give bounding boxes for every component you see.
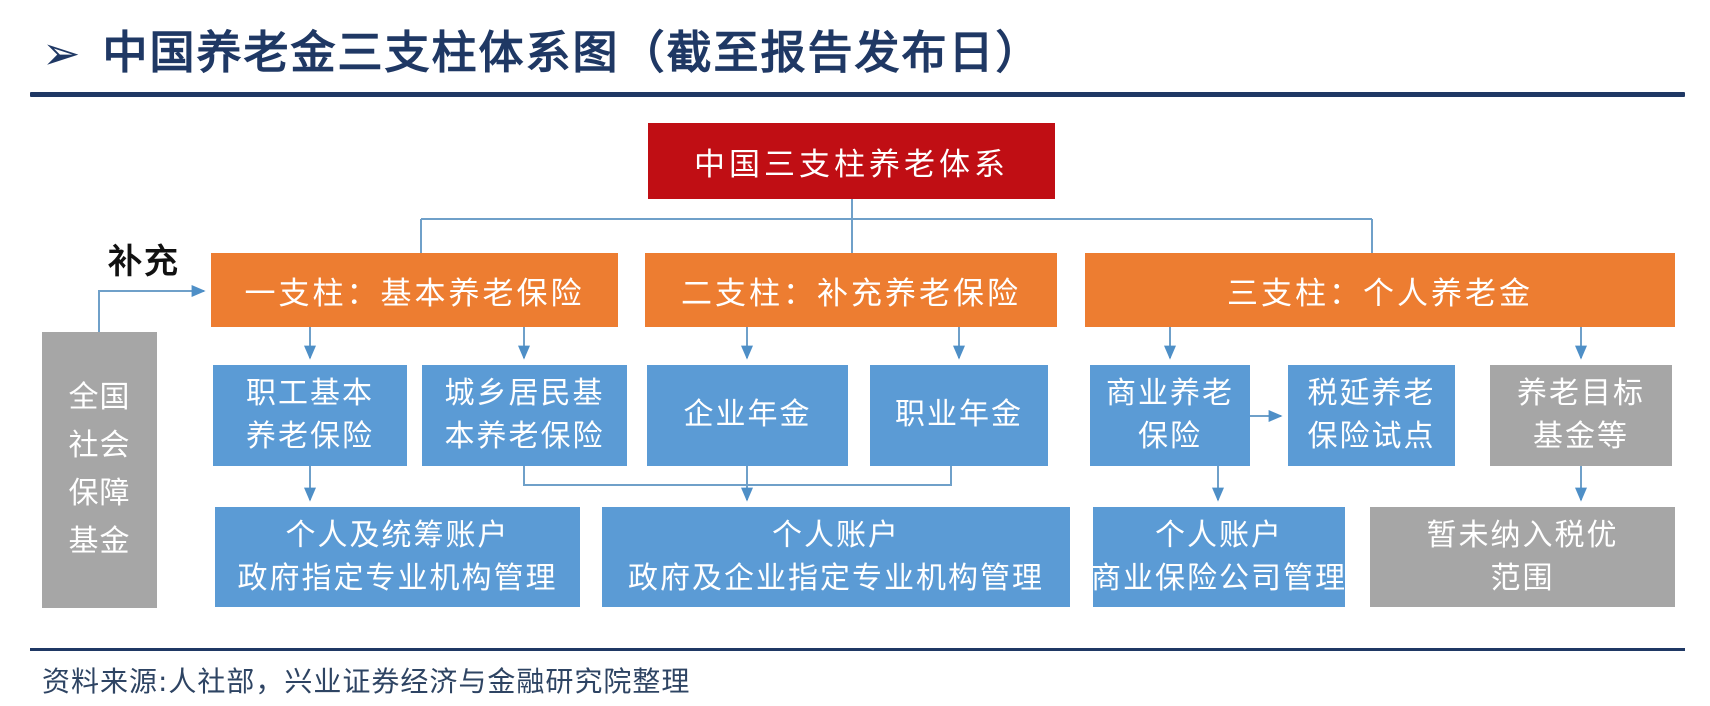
node-line: 保险: [1138, 418, 1202, 454]
node-line: 税延养老: [1307, 375, 1436, 411]
node-line: 职业年金: [895, 397, 1023, 433]
box-commercial-pension-insurance: 商业养老 保险: [1090, 365, 1250, 466]
node-line: 个人及统筹账户: [285, 517, 510, 553]
source-note: 资料来源:人社部，兴业证券经济与金融研究院整理: [42, 665, 691, 698]
box-pillar-2-supplementary-pension: 二支柱：补充养老保险: [645, 253, 1057, 327]
node-line: 商业养老: [1106, 375, 1234, 411]
box-individual-account-insurance-company-management: 个人账户 商业保险公司管理: [1091, 507, 1347, 607]
figure-header: ➢ 中国养老金三支柱体系图（截至报告发布日）: [42, 26, 1043, 81]
box-not-yet-in-tax-incentive-scope: 暂未纳入税优 范围: [1370, 507, 1675, 607]
node-line: 范围: [1490, 561, 1555, 596]
box-pillar-3-personal-pension: 三支柱：个人养老金: [1085, 253, 1675, 327]
root-box-label: 中国三支柱养老体系: [694, 146, 1009, 183]
node-line: 职工基本: [246, 375, 374, 411]
supplement-label: 补充: [108, 242, 180, 282]
box-individual-account-gov-enterprise-management: 个人账户 政府及企业指定专业机构管理: [602, 507, 1070, 607]
node-line: 商业保险公司管理: [1091, 561, 1347, 596]
node-line: 养老保险: [246, 418, 374, 454]
node-line: 政府指定专业机构管理: [237, 561, 558, 596]
node-line: 政府及企业指定专业机构管理: [628, 561, 1044, 596]
node-line: 基金等: [1533, 418, 1629, 454]
pillar-label: 二支柱：补充养老保险: [681, 275, 1021, 312]
box-employee-basic-pension: 职工基本 养老保险: [213, 365, 407, 466]
node-line: 本养老保险: [444, 418, 605, 454]
node-line: 城乡居民基: [444, 375, 605, 411]
arrow-bullet-icon: ➢: [42, 26, 81, 80]
box-enterprise-annuity: 企业年金: [647, 365, 848, 466]
node-line: 暂未纳入税优: [1426, 517, 1619, 553]
box-occupational-annuity: 职业年金: [870, 365, 1048, 466]
node-line: 保险试点: [1307, 418, 1436, 454]
root-box-three-pillar-system: 中国三支柱养老体系: [648, 123, 1055, 199]
node-line: 养老目标: [1517, 375, 1645, 411]
box-pension-target-funds: 养老目标 基金等: [1490, 365, 1672, 466]
node-line: 个人账户: [1155, 517, 1283, 553]
box-individual-pooled-account-management: 个人及统筹账户 政府指定专业机构管理: [215, 507, 580, 607]
node-line: 企业年金: [683, 397, 812, 433]
title-underline: [30, 92, 1685, 97]
node-line: 个人账户: [772, 517, 900, 553]
fund-line: 保障: [68, 476, 131, 511]
pillar-label: 三支柱：个人养老金: [1227, 275, 1533, 312]
footer-rule: [30, 648, 1685, 651]
fund-line: 基金: [68, 524, 131, 559]
box-urban-rural-resident-pension: 城乡居民基 本养老保险: [422, 365, 627, 466]
fund-line: 社会: [68, 428, 131, 463]
box-national-social-security-fund: 全国 社会 保障 基金: [42, 332, 157, 608]
pillar-label: 一支柱：基本养老保险: [244, 275, 585, 312]
box-tax-deferred-insurance-pilot: 税延养老 保险试点: [1288, 365, 1455, 466]
figure-title: 中国养老金三支柱体系图（截至报告发布日）: [102, 26, 1043, 79]
box-pillar-1-basic-pension: 一支柱：基本养老保险: [211, 253, 618, 327]
fund-line: 全国: [68, 380, 131, 415]
